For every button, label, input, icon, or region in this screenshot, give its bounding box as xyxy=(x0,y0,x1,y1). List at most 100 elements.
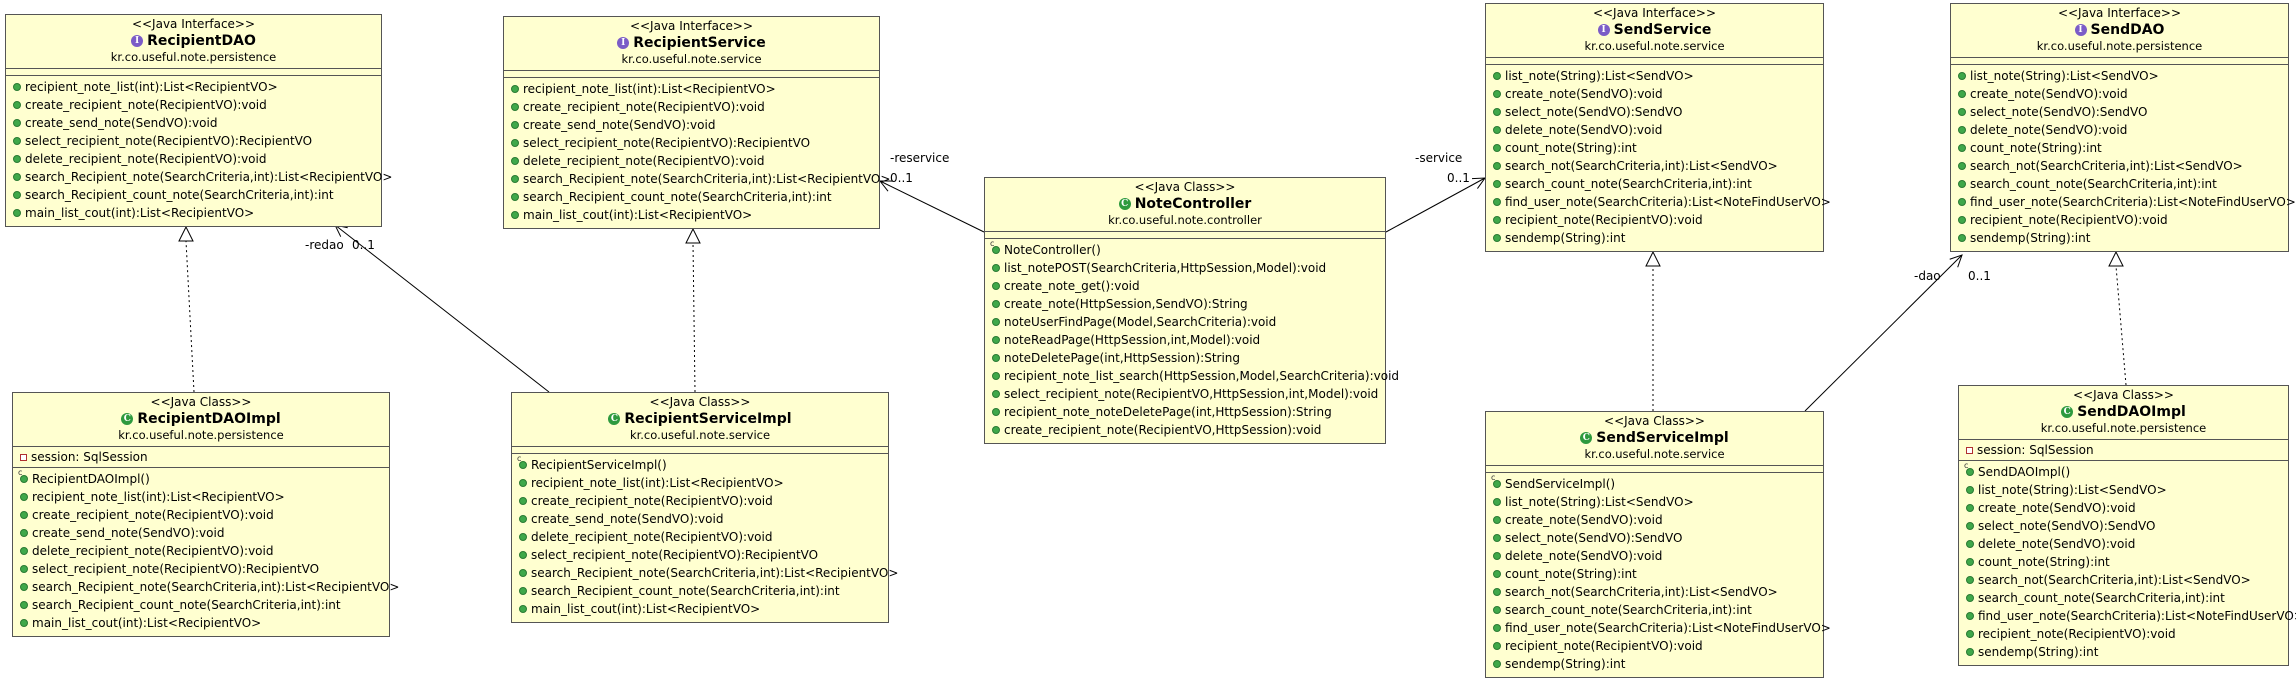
public-method-icon xyxy=(1966,630,1974,638)
method-row: sendemp(String):int xyxy=(1486,229,1823,247)
public-method-icon xyxy=(992,318,1000,326)
method-signature: search_not(SearchCriteria,int):List<Send… xyxy=(1505,585,1778,599)
method-row: search_count_note(SearchCriteria,int):in… xyxy=(1951,175,2288,193)
method-signature: sendemp(String):int xyxy=(1505,231,1626,245)
public-method-icon xyxy=(1966,558,1974,566)
public-method-icon xyxy=(13,119,21,127)
method-signature: create_send_note(SendVO):void xyxy=(523,118,716,132)
method-signature: noteReadPage(HttpSession,int,Model):void xyxy=(1004,333,1261,347)
package-label: kr.co.useful.note.service xyxy=(1584,39,1725,53)
method-signature: create_send_note(SendVO):void xyxy=(25,116,218,130)
method-signature: select_note(SendVO):SendVO xyxy=(1978,519,2156,533)
method-row: count_note(String):int xyxy=(1959,553,2288,571)
class-name-text: SendDAOImpl xyxy=(2077,404,2186,420)
interface-icon: I xyxy=(617,37,630,49)
public-method-icon xyxy=(1493,234,1501,242)
method-signature: create_note_get():void xyxy=(1004,279,1140,293)
method-row: count_note(String):int xyxy=(1486,139,1823,157)
method-row: recipient_note_list(int):List<RecipientV… xyxy=(13,488,389,506)
public-method-icon xyxy=(1958,144,1966,152)
method-row: sendemp(String):int xyxy=(1486,655,1823,673)
public-method-icon xyxy=(992,390,1000,398)
public-method-icon xyxy=(20,619,28,627)
realization-arrowhead xyxy=(1645,250,1661,267)
class-name-text: RecipientDAOImpl xyxy=(137,411,281,427)
private-field-icon xyxy=(1966,446,1973,454)
method-signature: list_note(String):List<SendVO> xyxy=(1505,495,1694,509)
method-row: search_Recipient_count_note(SearchCriter… xyxy=(6,186,381,204)
method-signature: search_not(SearchCriteria,int):List<Send… xyxy=(1970,159,2243,173)
methods-compartment: list_note(String):List<SendVO>create_not… xyxy=(1951,65,2296,251)
public-method-icon xyxy=(20,529,28,537)
package-label: kr.co.useful.note.persistence xyxy=(2040,421,2207,435)
public-method-icon xyxy=(519,515,527,523)
method-row: select_recipient_note(RecipientVO,HttpSe… xyxy=(985,385,1385,403)
stereotype-label: <<Java Class>> xyxy=(150,395,252,409)
compartment-divider xyxy=(1959,460,2288,461)
field-row: session: SqlSession xyxy=(1959,441,2288,459)
public-method-icon xyxy=(1493,534,1501,542)
public-method-icon xyxy=(992,282,1000,290)
public-method-icon xyxy=(13,137,21,145)
method-row: select_note(SendVO):SendVO xyxy=(1486,103,1823,121)
compartment-divider xyxy=(985,231,1385,232)
constructor-icon xyxy=(517,455,527,469)
method-signature: recipient_note_list_search(HttpSession,M… xyxy=(1004,369,1400,383)
role-label: -reservice xyxy=(890,151,950,165)
method-row: create_note(HttpSession,SendVO):String xyxy=(985,295,1385,313)
method-row: search_count_note(SearchCriteria,int):in… xyxy=(1486,601,1823,619)
public-method-icon xyxy=(992,264,1000,272)
methods-compartment: list_note(String):List<SendVO>create_not… xyxy=(1486,65,1831,251)
method-signature: recipient_note(RecipientVO):void xyxy=(1505,213,1703,227)
public-method-icon xyxy=(1958,72,1966,80)
methods-compartment: RecipientDAOImpl()recipient_note_list(in… xyxy=(13,468,399,636)
method-row: search_not(SearchCriteria,int):List<Send… xyxy=(1486,583,1823,601)
public-method-icon xyxy=(992,426,1000,434)
method-signature: sendemp(String):int xyxy=(1978,645,2099,659)
multiplicity-label: 0..1 xyxy=(352,238,375,252)
method-signature: find_user_note(SearchCriteria):List<Note… xyxy=(1970,195,2296,209)
method-row: list_notePOST(SearchCriteria,HttpSession… xyxy=(985,259,1385,277)
method-signature: count_note(String):int xyxy=(1978,555,2110,569)
method-signature: delete_note(SendVO):void xyxy=(1970,123,2128,137)
public-method-icon xyxy=(1493,90,1501,98)
public-method-icon xyxy=(519,569,527,577)
method-signature: SendServiceImpl() xyxy=(1505,477,1616,491)
method-row: create_send_note(SendVO):void xyxy=(512,510,888,528)
method-signature: main_list_cout(int):List<RecipientVO> xyxy=(32,616,262,630)
method-row: search_not(SearchCriteria,int):List<Send… xyxy=(1959,571,2288,589)
method-row: NoteController() xyxy=(985,240,1385,259)
method-signature: search_Recipient_count_note(SearchCriter… xyxy=(25,188,334,202)
fields-compartment: session: SqlSession xyxy=(1959,440,2288,460)
method-row: create_note(SendVO):void xyxy=(1486,511,1823,529)
field-row: session: SqlSession xyxy=(13,448,389,466)
method-signature: recipient_note(RecipientVO):void xyxy=(1505,639,1703,653)
method-row: create_recipient_note(RecipientVO,HttpSe… xyxy=(985,421,1385,439)
method-row: count_note(String):int xyxy=(1486,565,1823,583)
interface-icon: I xyxy=(2074,24,2087,36)
methods-compartment: NoteController()list_notePOST(SearchCrit… xyxy=(985,239,1399,443)
method-row: create_recipient_note(RecipientVO):void xyxy=(504,98,879,116)
method-signature: create_recipient_note(RecipientVO):void xyxy=(32,508,274,522)
public-method-icon xyxy=(20,493,28,501)
constructor-icon xyxy=(1491,474,1501,488)
method-row: noteUserFindPage(Model,SearchCriteria):v… xyxy=(985,313,1385,331)
compartment-divider xyxy=(1951,57,2288,58)
method-signature: search_not(SearchCriteria,int):List<Send… xyxy=(1978,573,2251,587)
public-method-icon xyxy=(13,209,21,217)
method-signature: list_note(String):List<SendVO> xyxy=(1505,69,1694,83)
method-signature: search_count_note(SearchCriteria,int):in… xyxy=(1505,603,1752,617)
method-row: select_note(SendVO):SendVO xyxy=(1959,517,2288,535)
method-signature: create_recipient_note(RecipientVO):void xyxy=(523,100,765,114)
